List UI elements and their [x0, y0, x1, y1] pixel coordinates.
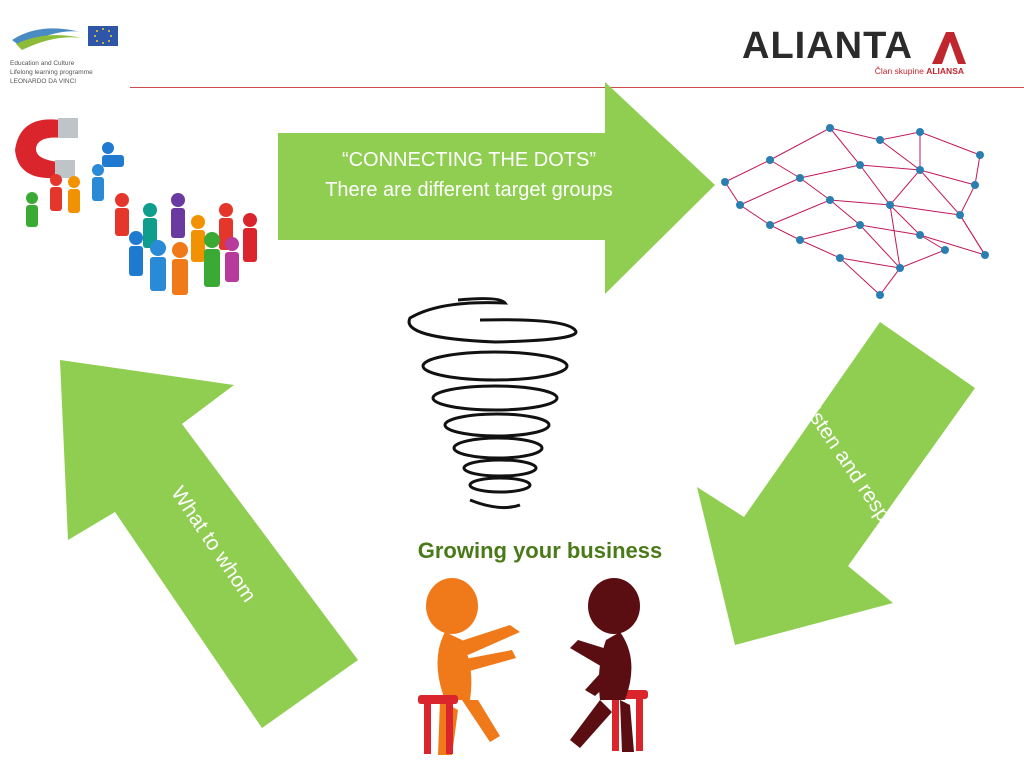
eu-flag-icon [12, 26, 118, 50]
top-arrow [278, 82, 715, 294]
right-arrow [697, 322, 975, 645]
eu-line-2: Lifelong learning programme [10, 69, 93, 76]
header-divider [130, 87, 1024, 88]
brand-tagline: Član skupine ALIANSA [875, 66, 964, 76]
eu-programme-logo: Education and Culture Lifelong learning … [10, 18, 130, 88]
magnet-crowd-illustration [15, 118, 257, 295]
eu-line-3: LEONARDO DA VINCI [10, 78, 77, 85]
brand-name: ALIANTA [742, 25, 913, 67]
alianta-a-mark-icon [932, 32, 966, 64]
top-arrow-line-2: There are different target groups [325, 179, 613, 201]
network-nodes [721, 124, 989, 299]
alianta-logo: ALIANTA Član skupine ALIANSA [742, 26, 972, 78]
brand-tagline-group: ALIANSA [926, 66, 964, 76]
top-arrow-line-1: “CONNECTING THE DOTS” [341, 149, 597, 171]
center-caption: Growing your business [417, 538, 663, 563]
eu-line-1: Education and Culture [10, 60, 75, 67]
left-arrow [60, 360, 358, 728]
network-people-illustration [724, 127, 986, 296]
brand-tagline-prefix: Član skupine [874, 66, 924, 76]
spiral-illustration [407, 297, 578, 510]
top-arrow-text: “CONNECTING THE DOTS” There are differen… [278, 145, 660, 205]
two-people-talking-illustration [418, 578, 648, 755]
